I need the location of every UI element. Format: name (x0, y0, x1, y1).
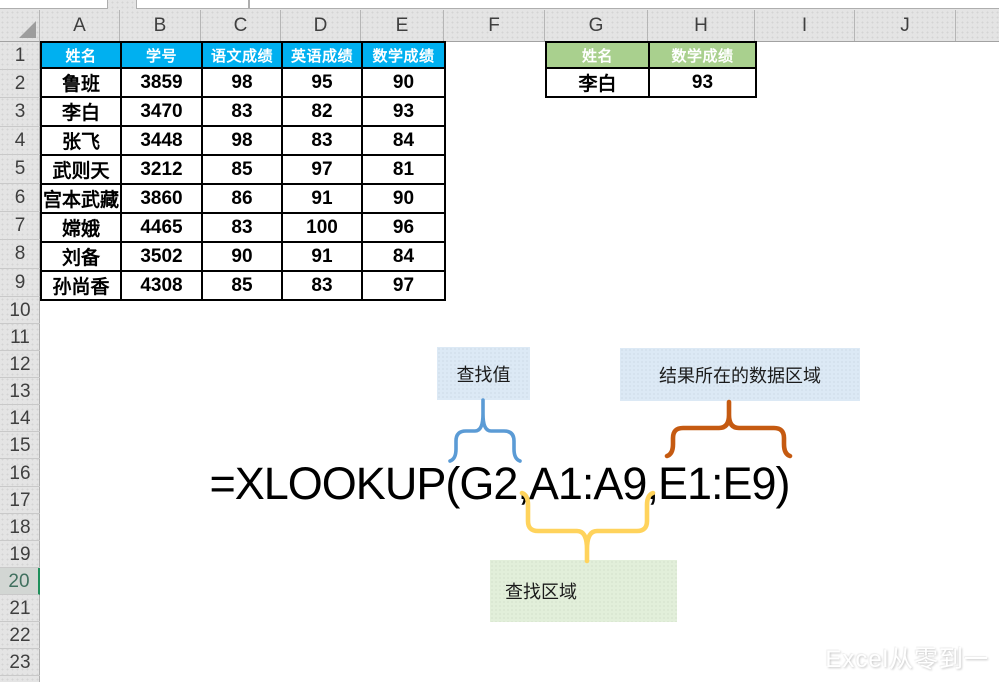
cell[interactable]: 李白 (545, 67, 650, 98)
row-header-22[interactable]: 22 (0, 622, 40, 649)
row-header-3[interactable]: 3 (0, 98, 40, 127)
row-header-5[interactable]: 5 (0, 155, 40, 184)
row-header-9[interactable]: 9 (0, 269, 40, 298)
row-header-2[interactable]: 2 (0, 70, 40, 99)
cell[interactable]: 100 (281, 212, 363, 243)
cell[interactable]: 84 (361, 125, 446, 156)
cell[interactable]: 85 (201, 154, 283, 185)
cell[interactable]: 孙尚香 (40, 270, 122, 301)
cell[interactable]: 3860 (120, 183, 203, 214)
formula-input[interactable] (249, 0, 999, 9)
cell[interactable]: 张飞 (40, 125, 122, 156)
row-header-10[interactable]: 10 (0, 297, 40, 325)
label-result-range: 结果所在的数据区域 (620, 348, 860, 401)
header-cell[interactable]: 数学成绩 (648, 41, 757, 69)
column-header-E[interactable]: E (361, 10, 444, 41)
cell[interactable]: 82 (281, 96, 363, 127)
cell[interactable]: 81 (361, 154, 446, 185)
cell[interactable]: 90 (201, 241, 283, 272)
row-header-21[interactable]: 21 (0, 595, 40, 622)
label-lookup-value: 查找值 (437, 347, 530, 400)
cell[interactable]: 3502 (120, 241, 203, 272)
formula-bar-remnant (0, 0, 999, 10)
label-lookup-range: 查找区域 (490, 560, 677, 622)
row-header-11[interactable]: 11 (0, 324, 40, 352)
header-cell[interactable]: 数学成绩 (361, 41, 446, 69)
column-header-I[interactable]: I (755, 10, 855, 41)
cell[interactable]: 3448 (120, 125, 203, 156)
row-header-6[interactable]: 6 (0, 184, 40, 212)
row-header-20[interactable]: 20 (0, 567, 40, 595)
row-header-23[interactable]: 23 (0, 649, 40, 676)
header-cell[interactable]: 姓名 (40, 41, 122, 69)
cell[interactable]: 96 (361, 212, 446, 243)
cell[interactable]: 97 (361, 270, 446, 301)
row-header-4[interactable]: 4 (0, 127, 40, 156)
result-range-brace (664, 399, 793, 459)
column-header-A[interactable]: A (40, 10, 120, 41)
row-header-15[interactable]: 15 (0, 432, 40, 460)
cell[interactable]: 鲁班 (40, 67, 122, 98)
header-cell[interactable]: 语文成绩 (201, 41, 283, 69)
cell[interactable]: 83 (281, 270, 363, 301)
cell[interactable]: 4308 (120, 270, 203, 301)
column-header-F[interactable]: F (444, 10, 545, 41)
cell[interactable]: 83 (201, 212, 283, 243)
cell[interactable]: 98 (201, 125, 283, 156)
lookup-value-brace (448, 398, 522, 463)
cell[interactable]: 3470 (120, 96, 203, 127)
header-cell[interactable]: 姓名 (545, 41, 650, 69)
row-header-18[interactable]: 18 (0, 514, 40, 541)
name-box[interactable] (0, 0, 108, 9)
row-header-12[interactable]: 12 (0, 351, 40, 379)
row-header-13[interactable]: 13 (0, 378, 40, 406)
row-header-8[interactable]: 8 (0, 240, 40, 269)
cell[interactable]: 83 (201, 96, 283, 127)
column-header-B[interactable]: B (120, 10, 201, 41)
header-cell[interactable]: 学号 (120, 41, 203, 69)
cell[interactable]: 宫本武藏 (40, 183, 122, 214)
column-header-G[interactable]: G (545, 10, 648, 41)
column-header-C[interactable]: C (201, 10, 281, 41)
row-header-16[interactable]: 16 (0, 460, 40, 487)
row-header-19[interactable]: 19 (0, 541, 40, 568)
cell[interactable]: 85 (201, 270, 283, 301)
cell[interactable]: 93 (648, 67, 757, 98)
cell[interactable]: 90 (361, 67, 446, 98)
cell[interactable]: 95 (281, 67, 363, 98)
cell[interactable]: 4465 (120, 212, 203, 243)
cell[interactable]: 98 (201, 67, 283, 98)
select-all-corner[interactable] (0, 10, 40, 41)
cell[interactable]: 嫦娥 (40, 212, 122, 243)
column-header-D[interactable]: D (281, 10, 361, 41)
insert-function-box[interactable] (136, 0, 249, 9)
cell[interactable]: 3212 (120, 154, 203, 185)
cell[interactable]: 武则天 (40, 154, 122, 185)
cell[interactable]: 刘备 (40, 241, 122, 272)
select-all-triangle-icon (19, 21, 36, 38)
cell[interactable]: 83 (281, 125, 363, 156)
row-header-14[interactable]: 14 (0, 405, 40, 433)
row-header-7[interactable]: 7 (0, 212, 40, 241)
watermark: Excel从零到一 (825, 646, 989, 673)
header-cell[interactable]: 英语成绩 (281, 41, 363, 69)
cell[interactable]: 93 (361, 96, 446, 127)
cell[interactable]: 91 (281, 183, 363, 214)
row-header-1[interactable]: 1 (0, 42, 40, 70)
cell[interactable]: 3859 (120, 67, 203, 98)
formula-text: =XLOOKUP(G2,A1:A9,E1:E9) (209, 458, 790, 509)
cell[interactable]: 84 (361, 241, 446, 272)
cell[interactable]: 91 (281, 241, 363, 272)
row-header-17[interactable]: 17 (0, 487, 40, 514)
column-header-J[interactable]: J (855, 10, 956, 41)
cell[interactable]: 97 (281, 154, 363, 185)
cell[interactable]: 李白 (40, 96, 122, 127)
cell[interactable]: 90 (361, 183, 446, 214)
column-header-H[interactable]: H (648, 10, 755, 41)
cell[interactable]: 86 (201, 183, 283, 214)
